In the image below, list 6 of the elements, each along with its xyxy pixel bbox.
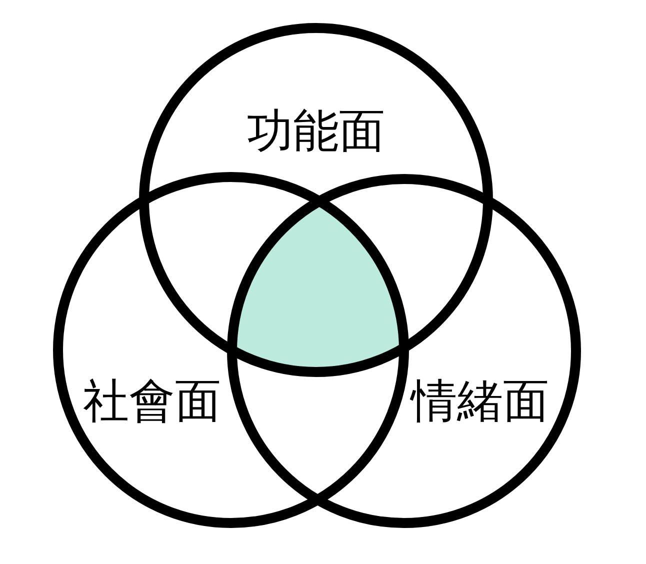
circle-label: 社會面 — [83, 376, 221, 426]
venn-circle — [139, 23, 493, 377]
circle-label: 情緒面 — [411, 376, 549, 426]
venn-circle — [53, 172, 409, 528]
circle-label: 功能面 — [247, 106, 385, 156]
venn-circle — [227, 174, 581, 528]
